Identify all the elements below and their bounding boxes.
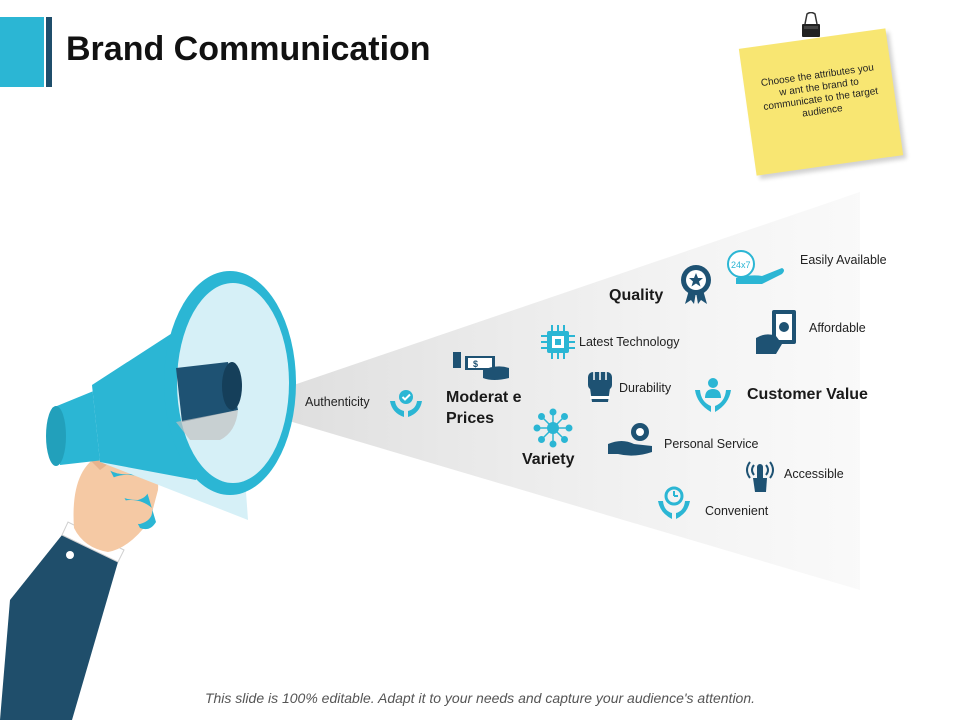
hand-24x7-icon: 24x7: [727, 250, 784, 284]
binder-clip-icon: [802, 12, 820, 37]
fist-icon: [588, 372, 612, 402]
hands-check-icon: [390, 390, 422, 417]
label-latest-technology: Latest Technology: [579, 335, 680, 349]
hands-clock-icon: [658, 486, 690, 519]
label-customer-value: Customer Value: [747, 386, 868, 403]
label-authenticity: Authenticity: [305, 395, 370, 409]
label-accessible: Accessible: [784, 467, 844, 481]
label-easily-available: Easily Available: [800, 253, 887, 267]
label-moderate-prices: Moderat e Prices: [446, 389, 522, 427]
award-badge-icon: [681, 265, 711, 304]
chip-icon: [541, 325, 575, 359]
title-accent-bar: [0, 17, 44, 87]
title-accent-line: [46, 17, 52, 87]
badge-24x7-text: 24x7: [731, 260, 751, 270]
megaphone-driver-end: [222, 362, 242, 410]
label-durability: Durability: [619, 381, 672, 395]
hand-card-icon: [756, 310, 796, 354]
label-affordable: Affordable: [809, 321, 866, 335]
page-title: Brand Communication: [66, 30, 431, 68]
label-variety: Variety: [522, 451, 575, 468]
network-icon: [533, 408, 573, 448]
hand-gear-icon: [608, 423, 652, 456]
cuff-button: [66, 551, 74, 559]
money-hand-icon: $: [453, 352, 509, 380]
svg-text:$: $: [473, 359, 478, 369]
touch-signal-icon: [746, 461, 774, 492]
megaphone-driver: [176, 362, 238, 422]
finger: [118, 500, 153, 524]
hands-person-icon: [695, 378, 731, 412]
sticky-note: Choose the attributes you w ant the bran…: [738, 12, 904, 176]
footer-caption: This slide is 100% editable. Adapt it to…: [204, 690, 756, 706]
label-convenient: Convenient: [705, 504, 769, 518]
label-personal-service: Personal Service: [664, 437, 759, 451]
megaphone-shadow: [176, 410, 238, 440]
finger: [112, 474, 149, 500]
label-quality: Quality: [609, 287, 664, 304]
sleeve: [0, 535, 118, 720]
megaphone-mouthpiece: [46, 406, 66, 466]
